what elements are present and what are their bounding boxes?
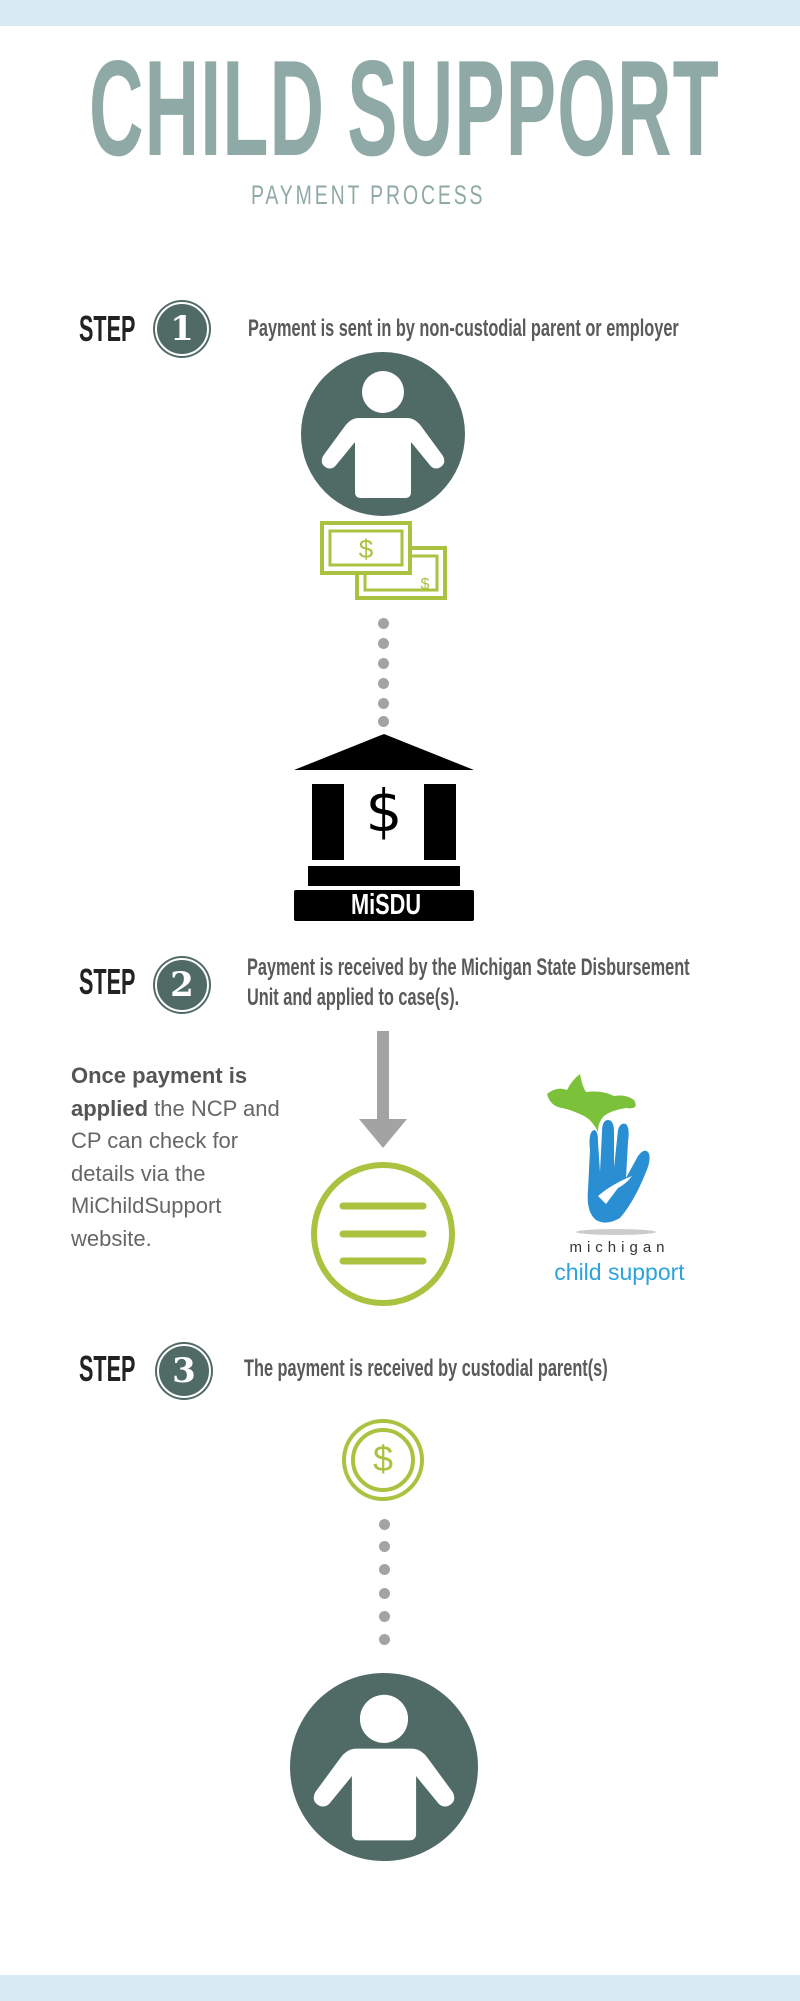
- top-band: [0, 0, 800, 26]
- info-text-rest: the NCP and CP can check for details via…: [71, 1095, 280, 1251]
- back-bill-dollar: $: [421, 576, 430, 593]
- connector-dot: [378, 638, 389, 649]
- connector-dot: [379, 1634, 390, 1645]
- connector-dot: [379, 1588, 390, 1599]
- step-3-text: The payment is received by custodial par…: [244, 1355, 608, 1382]
- connector-dot: [378, 698, 389, 709]
- step-1-label: STEP: [79, 308, 136, 349]
- document-list-icon: [311, 1162, 455, 1306]
- page-subtitle: PAYMENT PROCESS: [251, 180, 486, 210]
- step-1-number-badge: 1: [155, 302, 209, 356]
- connector-dot: [379, 1611, 390, 1622]
- person-icon: [301, 352, 465, 516]
- info-text-bold: Once payment is applied: [71, 1063, 248, 1121]
- step-3-number-badge: 3: [157, 1344, 211, 1398]
- coin-icon: [342, 1419, 424, 1501]
- bank-label: MiSDU: [351, 889, 422, 921]
- step-2-label: STEP: [79, 961, 136, 1002]
- coin-dollar-symbol: $: [372, 1438, 394, 1479]
- connector-dot: [378, 716, 389, 727]
- page-title: CHILD SUPPORT: [89, 32, 720, 184]
- connector-dot: [378, 658, 389, 669]
- custodial-parent-icon: [290, 1673, 478, 1861]
- step-2-text-line2: Unit and applied to case(s).: [247, 984, 460, 1011]
- logo-text-child-support: child support: [554, 1259, 685, 1285]
- connector-dot: [378, 678, 389, 689]
- connector-dot: [379, 1519, 390, 1530]
- michigan-child-support-logo: michigan child support: [542, 1072, 697, 1287]
- bank-building-icon: [294, 734, 474, 921]
- michigan-hand-logo-icon: [547, 1074, 656, 1235]
- step-2-text-line1: Payment is received by the Michigan Stat…: [247, 954, 690, 981]
- arrow-down-icon: [359, 1031, 407, 1148]
- info-text: Once payment is applied the NCP and CP c…: [71, 1060, 281, 1255]
- connector-dot: [378, 618, 389, 629]
- money-bills-icon: $ $: [320, 521, 447, 600]
- step-1-text: Payment is sent in by non-custodial pare…: [248, 315, 679, 342]
- step-3-label: STEP: [79, 1348, 136, 1389]
- step-2-number-badge: 2: [155, 958, 209, 1012]
- front-bill-dollar: $: [359, 534, 374, 564]
- bank-dollar-symbol: $: [365, 777, 403, 845]
- connector-dot: [379, 1564, 390, 1575]
- connector-dot: [379, 1541, 390, 1552]
- bottom-band: [0, 1975, 800, 2001]
- logo-text-michigan: michigan: [569, 1239, 670, 1256]
